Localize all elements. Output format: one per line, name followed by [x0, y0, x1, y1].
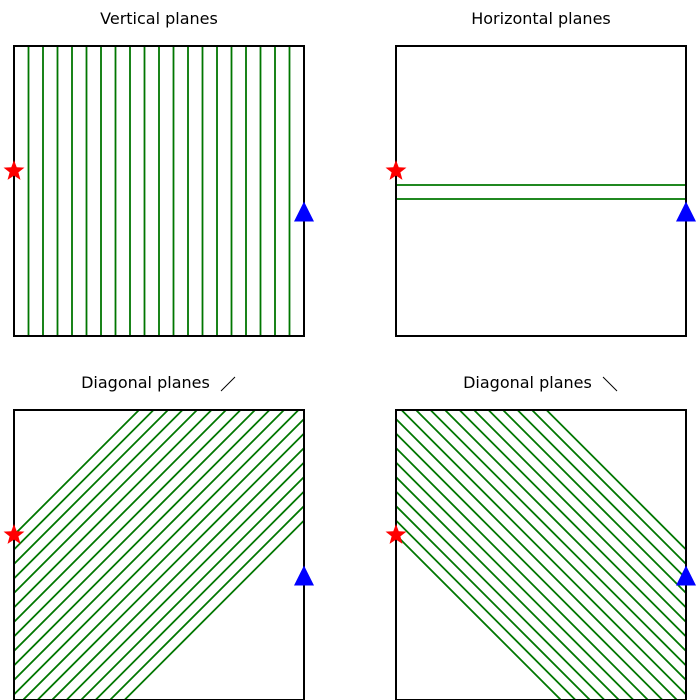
receiver-triangle-marker	[294, 201, 314, 222]
diagonal-down-plane-line	[395, 490, 606, 700]
receiver-triangle-marker	[676, 565, 696, 586]
source-star-marker	[3, 524, 25, 544]
source-star-marker	[385, 524, 407, 544]
diagonal-up-plane-line	[13, 409, 169, 565]
diagonal-down-plane-line	[395, 505, 591, 700]
diagonal-down-plane-line	[473, 409, 687, 623]
panel-frame	[395, 409, 687, 700]
source-star-marker	[385, 160, 407, 180]
panel-title-diagonal-down: Diagonal planes	[396, 373, 686, 393]
diagonal-up-plane-line	[80, 476, 305, 700]
source-star-marker	[3, 160, 25, 180]
diagonal-down-glyph	[602, 376, 618, 391]
panel-frame	[13, 409, 305, 700]
diagonal-down-plane-line	[531, 409, 687, 565]
diagonal-up-plane-line	[109, 505, 305, 700]
receiver-triangle-marker	[294, 565, 314, 586]
diagonal-up-plane-line	[13, 409, 140, 536]
diagonal-down-plane-line	[502, 409, 687, 594]
panel-title-diagonal-up: Diagonal planes	[14, 373, 304, 393]
diagonal-down-plane-line	[395, 534, 562, 700]
diagonal-up-plane-line	[13, 409, 256, 652]
diagonal-up-plane-line	[13, 409, 271, 667]
diagonal-up-plane-line	[13, 409, 198, 594]
diagonal-up-plane-line	[22, 418, 305, 700]
diagonal-up-plane-line	[13, 409, 184, 580]
panel-frame	[395, 45, 687, 337]
diagonal-down-plane-line	[395, 476, 620, 700]
diagonal-up-plane-line	[13, 409, 155, 551]
diagonal-down-plane-line	[395, 432, 664, 700]
diagonal-down-plane-line	[545, 409, 687, 551]
diagonal-up-plane-line	[123, 519, 305, 700]
diagonal-up-plane-line	[13, 409, 300, 696]
diagonal-up-plane-line	[36, 432, 305, 700]
diagonal-down-plane-line	[395, 418, 678, 700]
diagonal-down-plane-line	[395, 519, 577, 700]
diagonal-up-glyph	[220, 376, 236, 391]
diagonal-up-plane-line	[65, 461, 305, 700]
diagonal-down-plane-line	[458, 409, 687, 638]
diagonal-down-plane-line	[395, 461, 635, 700]
diagonal-down-plane-line	[395, 447, 649, 700]
panel-title-horizontal: Horizontal planes	[471, 9, 611, 28]
diagonal-up-plane-line	[13, 409, 227, 623]
panel-title-vertical: Vertical planes	[100, 9, 218, 28]
diagonal-up-plane-line	[94, 490, 305, 700]
diagonal-down-plane-line	[415, 409, 687, 681]
diagonal-up-plane-line	[51, 447, 305, 700]
panel-frame	[13, 45, 305, 337]
diagonal-up-plane-line	[13, 409, 285, 681]
diagonal-down-plane-line	[516, 409, 687, 580]
diagonal-up-plane-line	[13, 409, 213, 609]
diagonal-down-plane-line	[429, 409, 687, 667]
receiver-triangle-marker	[676, 201, 696, 222]
diagonal-down-plane-line	[487, 409, 687, 609]
diagonal-down-plane-line	[444, 409, 687, 652]
diagonal-up-plane-line	[13, 409, 242, 638]
diagonal-down-plane-line	[400, 409, 687, 696]
